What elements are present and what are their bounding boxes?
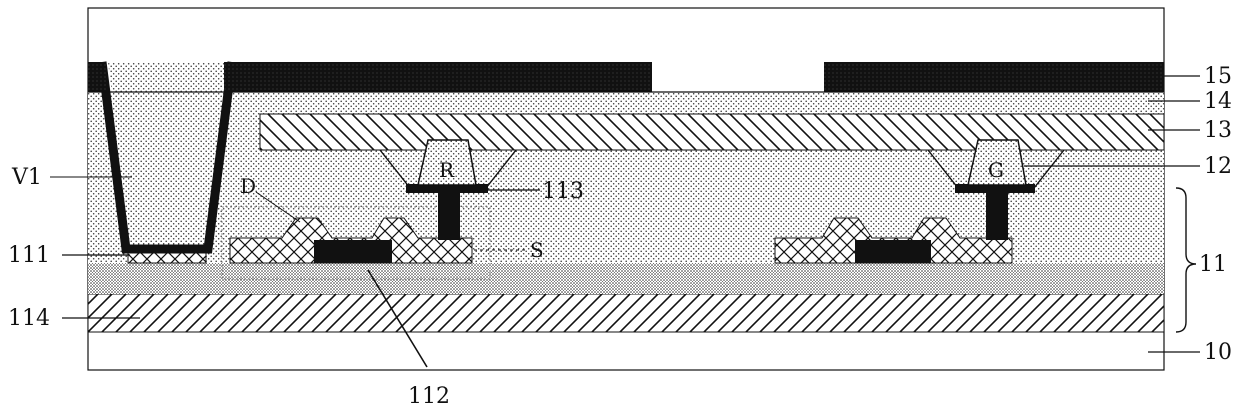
tft-right-gate [855,240,931,263]
label-g: G [988,158,1004,182]
label-d: D [240,174,256,198]
label-12: 12 [1204,154,1232,179]
label-14: 14 [1204,89,1232,114]
label-s: S [530,238,544,262]
tft-left-via [438,190,460,240]
label-r: R [439,158,455,182]
label-13: 13 [1204,118,1232,143]
label-v1: V1 [11,165,42,190]
tft-left-gate [314,240,392,263]
tft-right-via [986,190,1008,240]
brace-11 [1176,188,1196,332]
label-10: 10 [1204,340,1232,365]
label-112: 112 [408,384,450,409]
layer-15-segment-2 [824,62,1164,92]
layer-15-left-stub [88,62,106,92]
layer-15-segment-1 [224,62,652,92]
label-15: 15 [1204,64,1232,89]
label-111: 111 [8,243,50,268]
layer-114 [88,294,1164,332]
label-114: 114 [8,306,50,331]
label-11: 11 [1199,252,1227,277]
layer-13 [260,114,1164,150]
label-113: 113 [542,179,584,204]
